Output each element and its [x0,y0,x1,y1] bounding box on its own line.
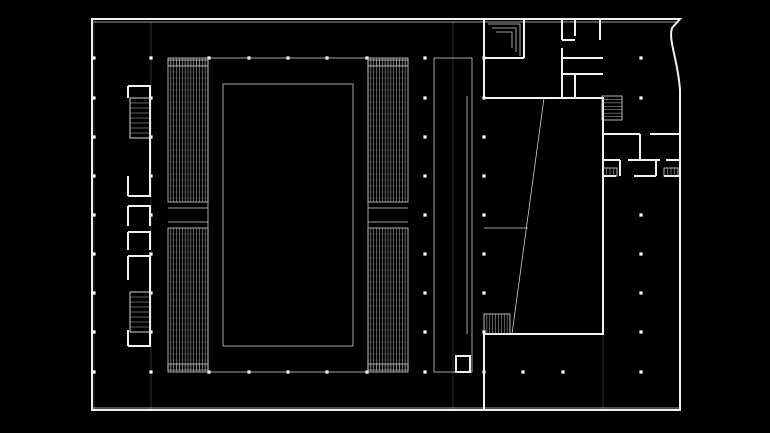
seating-block [167,363,209,373]
column [92,252,96,256]
stair-flight [663,167,679,177]
column [521,370,525,374]
column [149,370,153,374]
column [482,291,486,295]
column [92,96,96,100]
column [482,252,486,256]
seating-block [167,57,209,67]
column [423,174,427,178]
column [423,252,427,256]
column [561,370,565,374]
seating-block [367,59,409,203]
column [482,135,486,139]
column [639,330,643,334]
stair-flight [602,167,618,177]
column [482,213,486,217]
column [639,213,643,217]
stair-flight [129,97,151,139]
corridor [433,57,473,373]
column [639,252,643,256]
column [423,213,427,217]
column [92,213,96,217]
column [92,370,96,374]
column [423,330,427,334]
column [639,291,643,295]
seating-blocks [167,57,409,373]
seating-block [167,227,209,371]
column [423,96,427,100]
stairs [129,95,679,335]
column [639,56,643,60]
column [92,291,96,295]
column [92,330,96,334]
stair-flight [129,291,151,333]
column [149,56,153,60]
east-annex [483,20,680,410]
seating-block [367,57,409,67]
column [639,96,643,100]
stair-flight [483,313,511,335]
column [639,370,643,374]
column [92,135,96,139]
column [92,174,96,178]
column [423,135,427,139]
arena-floor [168,57,408,373]
column [92,56,96,60]
column [482,174,486,178]
column [423,291,427,295]
column [423,56,427,60]
outer-wall [91,18,683,411]
stair-flight [601,95,623,121]
column [149,252,153,256]
column [423,370,427,374]
